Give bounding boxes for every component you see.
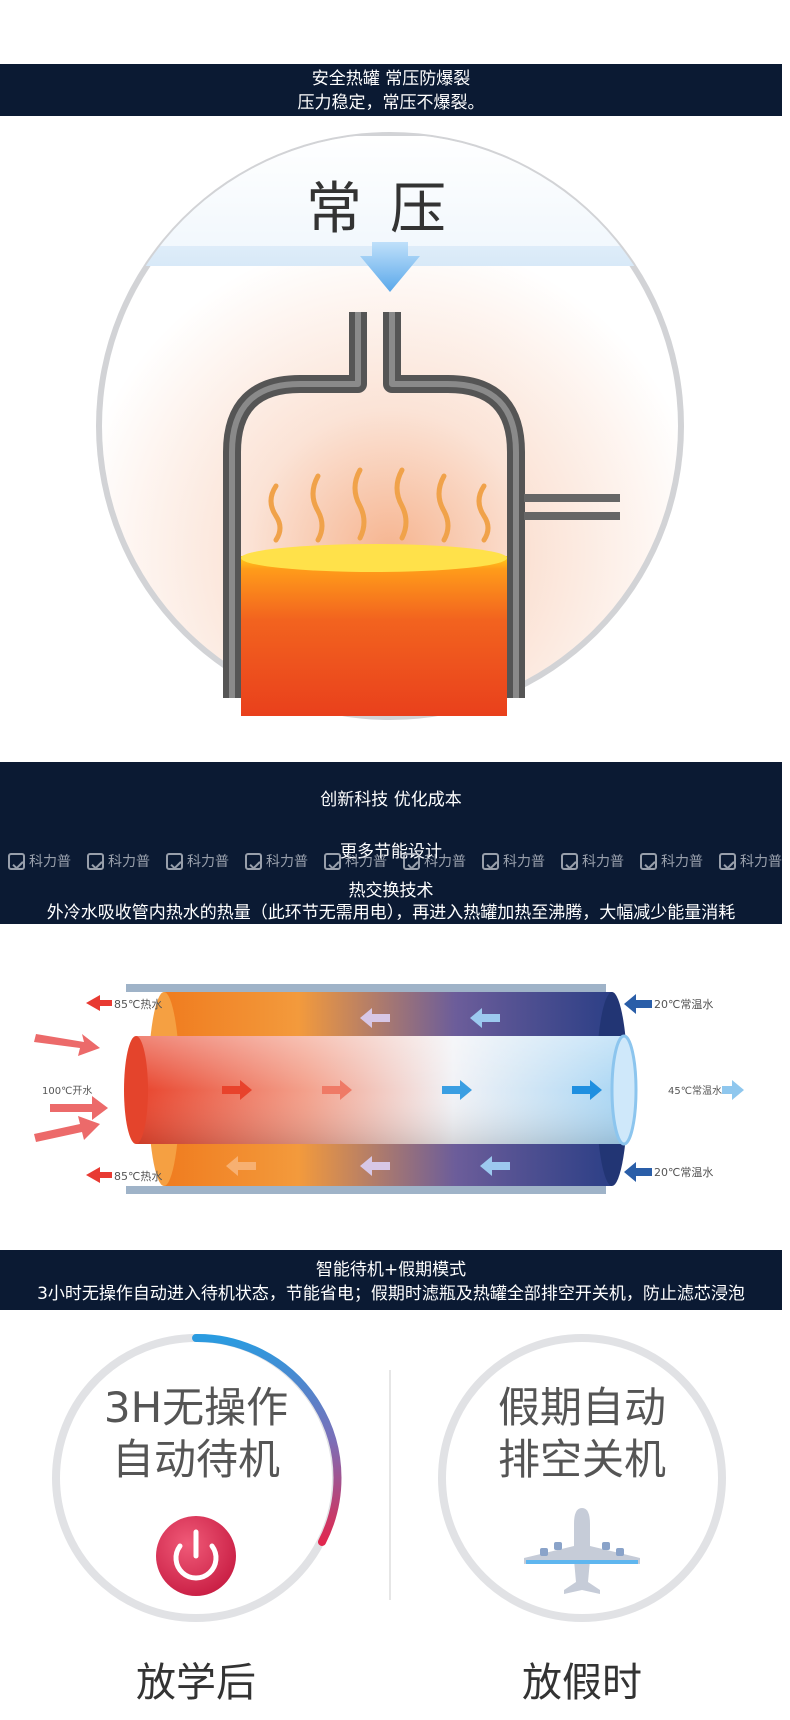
standby-desc: 3小时无操作自动进入待机状态，节能省电；假期时滤瓶及热罐全部排空开关机，防止滤芯… bbox=[37, 1284, 745, 1304]
hot-out-label-top: 85℃热水 bbox=[114, 998, 162, 1011]
check-logo-icon bbox=[482, 852, 499, 870]
standby-progress-arc bbox=[192, 1333, 342, 1546]
watermark-item: 科力普 bbox=[79, 851, 158, 871]
boiling-in-label: 100℃开水 bbox=[42, 1085, 92, 1097]
hot-out-arrow-icon bbox=[86, 995, 112, 1011]
cold-in-label-top: 20℃常温水 bbox=[654, 998, 713, 1011]
check-logo-icon bbox=[324, 852, 341, 870]
standby-line2: 自动待机 bbox=[112, 1435, 280, 1484]
watermark-item: 科力普 bbox=[237, 851, 316, 871]
standby-banner: 智能待机+假期模式 3小时无操作自动进入待机状态，节能省电；假期时滤瓶及热罐全部… bbox=[0, 1250, 782, 1310]
hot-out-arrow-icon bbox=[86, 1167, 112, 1183]
watermark-row: 科力普 科力普 科力普 科力普 科力普 科力普 科力普 科力普 科力普 科力普 bbox=[0, 846, 782, 876]
down-arrow-icon bbox=[360, 242, 420, 292]
vacation-caption: 放假时 bbox=[522, 1660, 642, 1706]
standby-line1: 3H无操作 bbox=[104, 1383, 288, 1432]
vacation-line1: 假期自动 bbox=[498, 1383, 666, 1432]
top-plate bbox=[126, 984, 606, 992]
check-logo-icon bbox=[8, 852, 25, 870]
heat-exchanger-diagram: 85℃热水 85℃热水 100℃开水 20℃常温水 20℃常温水 45℃常温水 bbox=[34, 984, 744, 1194]
pressure-label: 常压 bbox=[306, 177, 474, 242]
check-logo-icon bbox=[166, 852, 183, 870]
watermark-item: 科力普 bbox=[474, 851, 553, 871]
safety-banner: 安全热罐 常压防爆裂 压力稳定，常压不爆裂。 bbox=[0, 64, 782, 116]
tank-diagram: 常压 bbox=[96, 132, 684, 720]
modes-section: 3H无操作 自动待机 假期自动 排空关机 放学后 放假时 bbox=[0, 1310, 782, 1720]
watermark-item: 科力普 bbox=[553, 851, 632, 871]
innovation-title: 创新科技 优化成本 bbox=[320, 790, 462, 810]
watermark-item: 科力普 bbox=[632, 851, 711, 871]
vacation-ring bbox=[438, 1334, 726, 1622]
outer-flow-arrows-icon bbox=[226, 1008, 510, 1176]
heat-exchange-desc: 外冷水吸收管内热水的热量（此环节无需用电），再进入热罐加热至沸腾，大幅减少能量消… bbox=[46, 903, 736, 923]
steam-icon bbox=[268, 467, 491, 543]
check-logo-icon bbox=[87, 852, 104, 870]
modes-diagram: 3H无操作 自动待机 假期自动 排空关机 bbox=[52, 1333, 726, 1622]
page-edge bbox=[782, 0, 790, 1720]
hot-out-label-bottom: 85℃热水 bbox=[114, 1170, 162, 1183]
innovation-banner: 创新科技 优化成本 更多节能设计 热交换技术 外冷水吸收管内热水的热量（此环节无… bbox=[0, 762, 782, 924]
watermark-item: 科力普 bbox=[158, 851, 237, 871]
watermark-item: 科力普 bbox=[711, 851, 782, 871]
check-logo-icon bbox=[245, 852, 262, 870]
hot-inlet-arrows-icon bbox=[34, 1034, 108, 1142]
cold-in-arrow-icon bbox=[624, 1162, 652, 1182]
power-icon bbox=[156, 1516, 236, 1596]
boiling-water bbox=[241, 556, 507, 716]
cold-in-arrow-icon bbox=[624, 994, 652, 1014]
heat-exchange-title: 热交换技术 bbox=[348, 881, 434, 901]
warm-out-label: 45℃常温水 bbox=[668, 1084, 722, 1097]
watermark-item: 科力普 bbox=[316, 851, 395, 871]
bottom-plate bbox=[126, 1186, 606, 1194]
check-logo-icon bbox=[640, 852, 657, 870]
vacation-line2: 排空关机 bbox=[498, 1435, 666, 1484]
tank-figure: 常压 bbox=[0, 116, 782, 762]
safety-banner-title: 安全热罐 常压防爆裂 bbox=[311, 69, 471, 89]
standby-title: 智能待机+假期模式 bbox=[315, 1260, 467, 1280]
airplane-icon bbox=[524, 1508, 640, 1594]
check-logo-icon bbox=[561, 852, 578, 870]
outlet-pipe bbox=[524, 494, 620, 502]
warm-out-arrow-icon bbox=[722, 1080, 744, 1100]
top-margin bbox=[0, 0, 782, 64]
check-logo-icon bbox=[403, 852, 420, 870]
cold-in-label-bottom: 20℃常温水 bbox=[654, 1166, 713, 1179]
check-logo-icon bbox=[719, 852, 736, 870]
after-school-caption: 放学后 bbox=[136, 1660, 256, 1706]
inner-flow-arrows-icon bbox=[222, 1080, 602, 1100]
heat-exchanger-figure: 85℃热水 85℃热水 100℃开水 20℃常温水 20℃常温水 45℃常温水 bbox=[0, 924, 782, 1250]
safety-banner-subtitle: 压力稳定，常压不爆裂。 bbox=[297, 93, 485, 113]
watermark-item: 科力普 bbox=[395, 851, 474, 871]
watermark-item: 科力普 bbox=[0, 851, 79, 871]
